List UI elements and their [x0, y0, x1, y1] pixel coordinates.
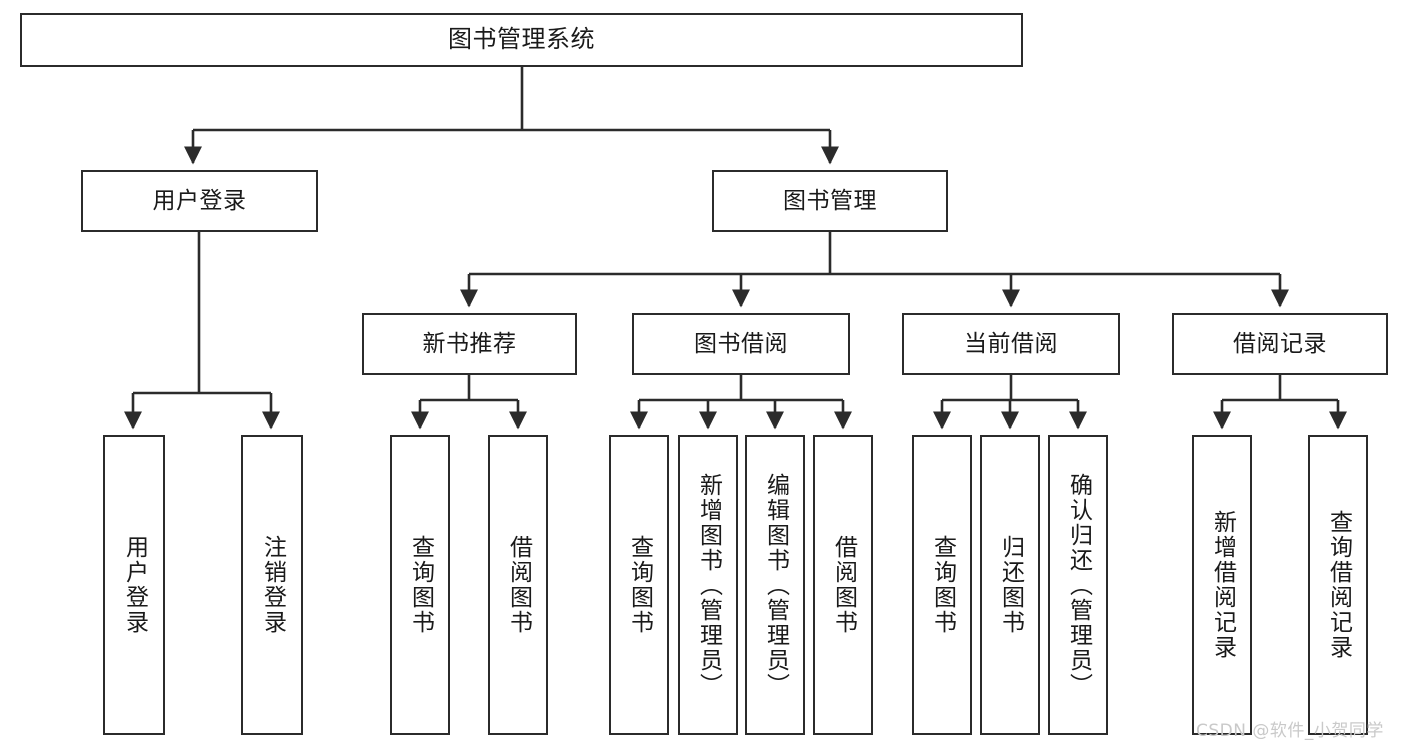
node-leaf-query-record[interactable]: 查询借阅记录	[1308, 435, 1368, 735]
node-root-label: 图书管理系统	[448, 25, 595, 54]
node-leaf-return-book-label: 归还图书	[997, 535, 1024, 635]
node-book-manage[interactable]: 图书管理	[712, 170, 948, 232]
node-borrow-record[interactable]: 借阅记录	[1172, 313, 1388, 375]
node-leaf-query-book-2[interactable]: 查询图书	[609, 435, 669, 735]
node-new-book-recommend[interactable]: 新书推荐	[362, 313, 577, 375]
node-leaf-confirm-return[interactable]: 确认归还（管理员）	[1048, 435, 1108, 735]
node-leaf-query-book-3[interactable]: 查询图书	[912, 435, 972, 735]
node-leaf-user-login[interactable]: 用户登录	[103, 435, 165, 735]
node-leaf-confirm-return-label: 确认归还（管理员）	[1065, 472, 1092, 698]
node-leaf-add-book[interactable]: 新增图书（管理员）	[678, 435, 738, 735]
node-book-borrow[interactable]: 图书借阅	[632, 313, 850, 375]
node-leaf-query-record-label: 查询借阅记录	[1325, 510, 1352, 660]
node-leaf-return-book[interactable]: 归还图书	[980, 435, 1040, 735]
node-leaf-add-record-label: 新增借阅记录	[1209, 510, 1236, 660]
node-leaf-logout-login[interactable]: 注销登录	[241, 435, 303, 735]
node-leaf-edit-book[interactable]: 编辑图书（管理员）	[745, 435, 805, 735]
node-leaf-query-book-1[interactable]: 查询图书	[390, 435, 450, 735]
node-new-book-recommend-label: 新书推荐	[422, 330, 517, 357]
node-leaf-borrow-book-1-label: 借阅图书	[505, 535, 532, 635]
node-current-borrow-label: 当前借阅	[964, 330, 1058, 357]
node-leaf-edit-book-label: 编辑图书（管理员）	[762, 472, 789, 698]
node-root[interactable]: 图书管理系统	[20, 13, 1023, 67]
node-leaf-logout-login-label: 注销登录	[259, 535, 286, 635]
node-borrow-record-label: 借阅记录	[1233, 330, 1327, 357]
node-leaf-add-book-label: 新增图书（管理员）	[695, 472, 722, 698]
node-leaf-query-book-3-label: 查询图书	[929, 535, 956, 635]
node-user-login[interactable]: 用户登录	[81, 170, 318, 232]
node-leaf-borrow-book-1[interactable]: 借阅图书	[488, 435, 548, 735]
node-leaf-query-book-2-label: 查询图书	[626, 535, 653, 635]
node-leaf-user-login-label: 用户登录	[121, 535, 148, 635]
csdn-watermark: CSDN @软件_小贺同学	[1196, 721, 1384, 741]
node-user-login-label: 用户登录	[152, 187, 247, 214]
node-book-borrow-label: 图书借阅	[694, 330, 788, 357]
node-leaf-add-record[interactable]: 新增借阅记录	[1192, 435, 1252, 735]
node-leaf-borrow-book-2[interactable]: 借阅图书	[813, 435, 873, 735]
node-book-manage-label: 图书管理	[783, 187, 877, 214]
node-leaf-borrow-book-2-label: 借阅图书	[830, 535, 857, 635]
node-leaf-query-book-1-label: 查询图书	[407, 535, 434, 635]
node-current-borrow[interactable]: 当前借阅	[902, 313, 1120, 375]
